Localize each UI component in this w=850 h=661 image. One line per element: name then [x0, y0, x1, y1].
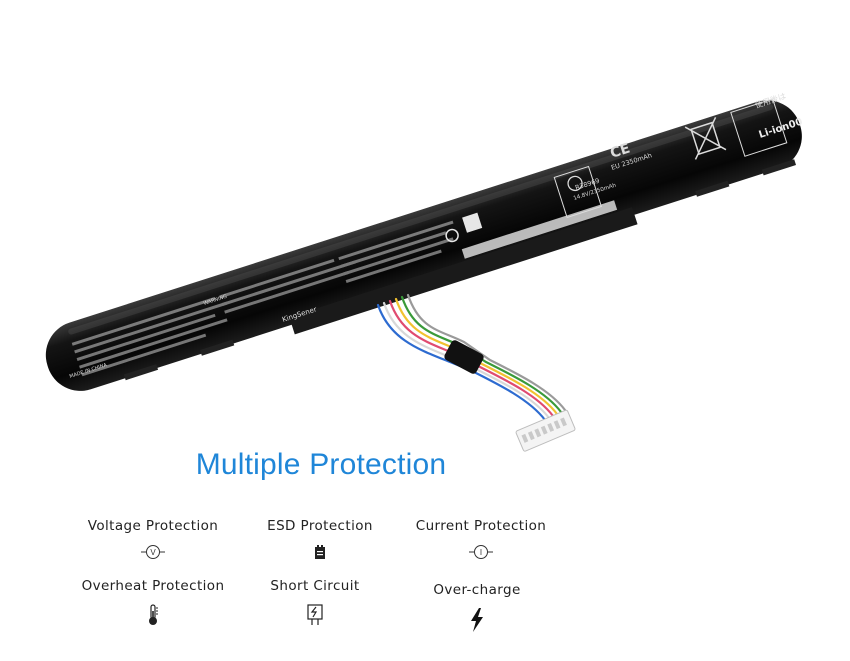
battery-body	[45, 100, 802, 391]
thermometer-icon	[149, 604, 158, 625]
feature-label: Over-charge	[433, 582, 521, 598]
battery-connector	[515, 409, 576, 452]
feature-overheat: Overheat Protection	[58, 578, 248, 626]
feature-label: Overheat Protection	[81, 578, 225, 594]
current-icon: I	[469, 545, 493, 559]
feature-short-circuit: Short Circuit	[220, 578, 410, 626]
feature-label: Short Circuit	[270, 578, 360, 594]
battery-illustration: KingSener R38969 EU 2350mAh 14.8V/2350mA…	[45, 91, 804, 452]
ce-mark: CE	[608, 141, 632, 162]
esd-icon	[315, 545, 325, 559]
feature-esd: ESD Protection	[225, 518, 415, 560]
headline: Multiple Protection	[195, 448, 447, 481]
feature-label: Current Protection	[415, 518, 547, 534]
feature-over-charge: Over-charge	[382, 582, 572, 632]
feature-label: ESD Protection	[267, 518, 373, 534]
short-circuit-icon	[307, 604, 323, 625]
lightning-icon	[471, 608, 483, 632]
svg-text:I: I	[480, 548, 482, 557]
feature-current: Current Protection I	[386, 518, 576, 560]
feature-voltage: Voltage Protection V	[58, 518, 248, 560]
voltage-icon: V	[141, 545, 165, 559]
svg-text:V: V	[150, 548, 156, 557]
feature-label: Voltage Protection	[87, 518, 219, 534]
battery-image: KingSener R38969 EU 2350mAh 14.8V/2350mA…	[45, 91, 804, 452]
